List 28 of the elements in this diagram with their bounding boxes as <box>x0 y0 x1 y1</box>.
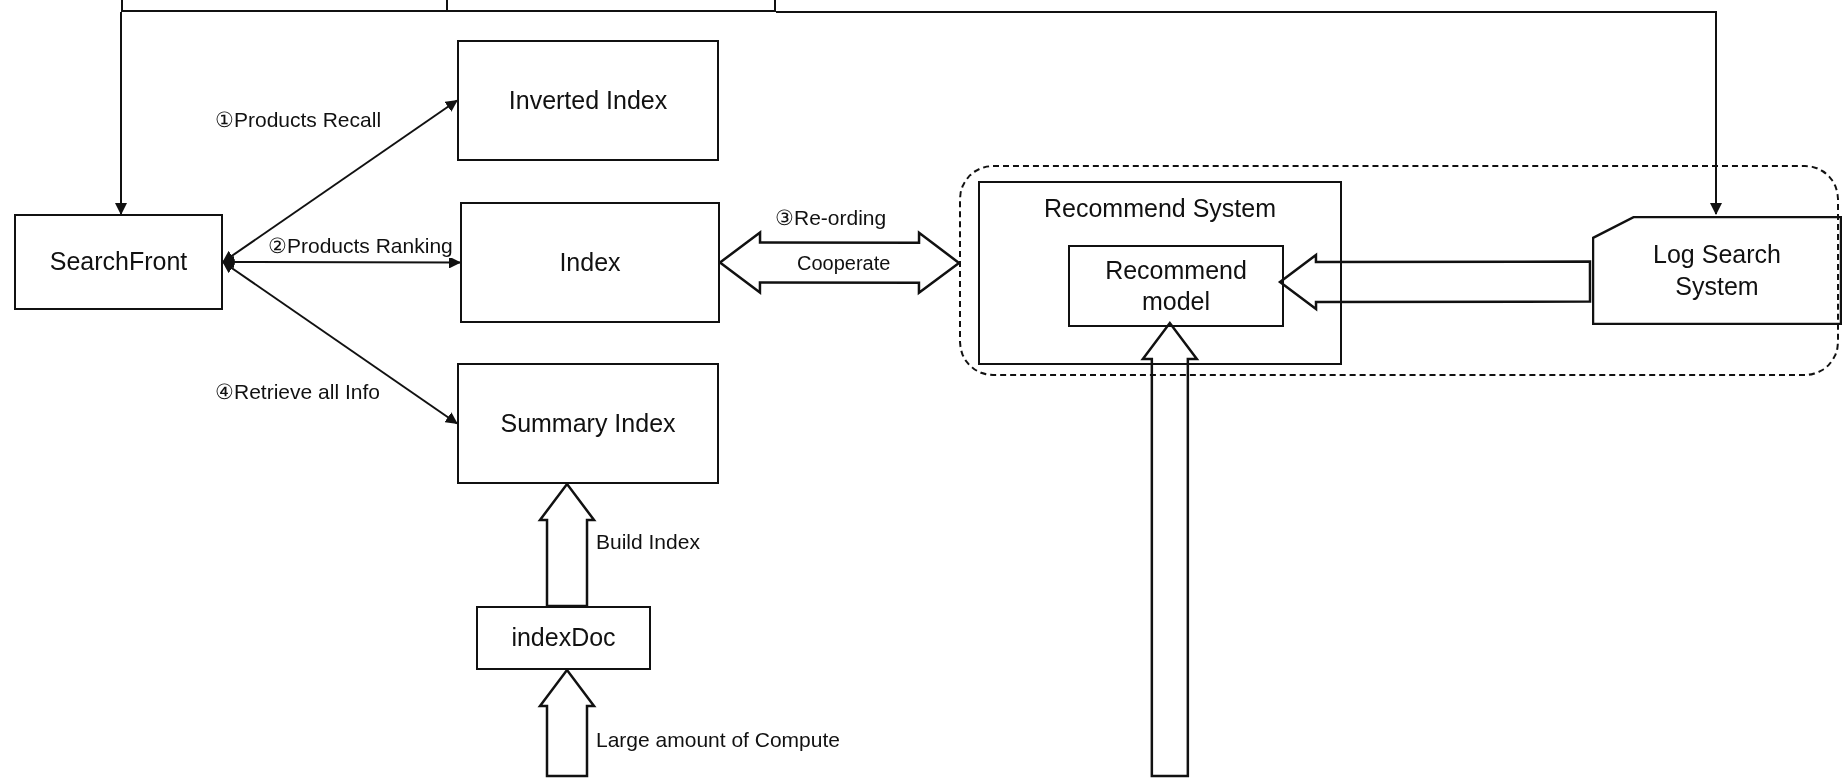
block-arrow <box>1277 252 1592 312</box>
node-label: Log Search System <box>1652 239 1782 302</box>
node-label: indexDoc <box>511 622 616 654</box>
block-arrow <box>1140 320 1200 778</box>
process-box <box>14 214 223 310</box>
card-shape-box <box>1592 216 1842 325</box>
arrow <box>115 11 127 215</box>
process-box <box>476 606 651 670</box>
dashed-group-box <box>959 165 1839 376</box>
process-box <box>460 202 720 323</box>
edge-label: ③Re-ording <box>775 206 887 230</box>
process-box <box>457 40 719 161</box>
arrow <box>222 99 458 263</box>
node-label: Index <box>559 246 621 278</box>
node-label: Recommend System <box>1044 193 1276 224</box>
block-arrow <box>537 667 597 778</box>
system-box <box>978 181 1342 365</box>
process-box <box>1068 245 1284 327</box>
block-arrow <box>717 230 962 296</box>
node-label: SearchFront <box>49 246 188 278</box>
arrow <box>775 11 1722 215</box>
process-box <box>457 363 719 484</box>
node-label: Inverted Index <box>508 84 668 116</box>
block-arrow <box>537 481 597 608</box>
node-label: Summary Index <box>500 407 676 439</box>
node-label: Recommend model <box>1104 254 1248 317</box>
arrow <box>222 261 458 425</box>
edge-label: ②Products Ranking <box>268 234 453 258</box>
